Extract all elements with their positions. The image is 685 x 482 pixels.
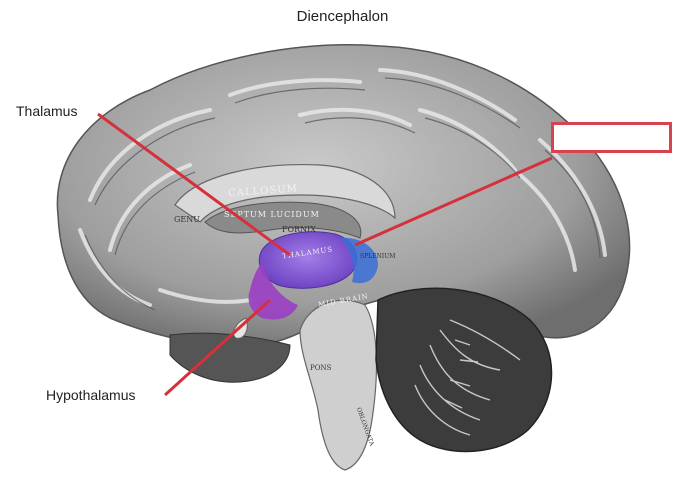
epithalamus-highlight [340, 237, 378, 284]
splenium-text: SPLENIUM [360, 253, 395, 260]
gyri [78, 68, 607, 307]
cerebellum-folia [414, 319, 521, 436]
thalamus-pointer [97, 112, 291, 257]
cerebellum [375, 287, 553, 453]
temporal-underside [169, 332, 291, 383]
septum-text: SEPTUM LUCIDUM [224, 210, 320, 219]
answer-box[interactable] [551, 122, 672, 153]
fornix-text: FORNIX [282, 225, 316, 234]
genu-text: GENU [174, 215, 200, 224]
hypothalamus-highlight [248, 262, 298, 320]
thalamus-label: Thalamus [16, 103, 78, 119]
hypothalamus-pointer [163, 298, 272, 397]
thalamus-highlight [258, 231, 357, 289]
callosum-text: CALLOSUM [228, 183, 298, 199]
pons-text: PONS [310, 364, 332, 372]
diagram-title: Diencephalon [296, 8, 389, 25]
box-pointer [354, 156, 553, 247]
septum-region [204, 201, 362, 239]
hypothalamus-label: Hypothalamus [46, 387, 136, 403]
corpus-callosum [174, 163, 396, 223]
brainstem [299, 299, 378, 471]
